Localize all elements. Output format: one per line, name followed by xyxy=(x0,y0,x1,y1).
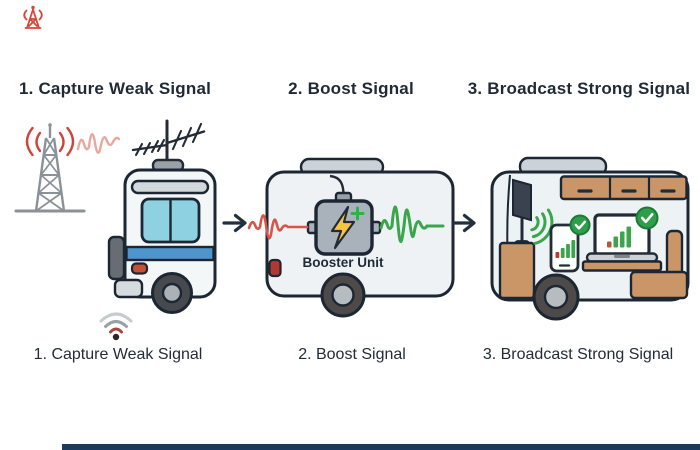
rv-roof-trim xyxy=(130,179,210,195)
step-3-heading: 3. Broadcast Strong Signal xyxy=(467,79,691,98)
tower-signal-arcs-icon xyxy=(25,126,75,157)
step3-broadcast-graphic xyxy=(490,156,690,321)
weak-signal-wave-in xyxy=(247,214,309,240)
strong-signal-wave-out xyxy=(379,205,445,243)
bottom-bar xyxy=(62,444,700,450)
step-1-heading: 1. Capture Weak Signal xyxy=(18,79,212,98)
booster-unit-label: Booster Unit xyxy=(302,255,384,270)
arrow-right-icon xyxy=(451,213,476,233)
rv-marker-light xyxy=(268,258,282,278)
step1-capture-graphic xyxy=(14,119,217,341)
arrow-right-icon xyxy=(222,213,247,233)
lightning-bolt-icon xyxy=(330,205,356,250)
cabinet-left xyxy=(498,241,536,300)
red-tower-icon xyxy=(23,5,43,29)
rv-stripe xyxy=(125,245,215,262)
plus-icon xyxy=(350,206,365,221)
weak-signal-wave xyxy=(76,133,121,154)
overhead-cabinets xyxy=(559,175,688,201)
check-badge-icon xyxy=(569,214,591,236)
rv-mirror xyxy=(107,235,126,281)
step-1-caption: 1. Capture Weak Signal xyxy=(33,346,203,363)
laptop-signal-bars-icon xyxy=(607,226,631,248)
step2-boost-graphic xyxy=(247,157,455,318)
bench xyxy=(629,229,689,300)
rv-front xyxy=(107,168,217,314)
step-2-heading: 2. Boost Signal xyxy=(288,79,414,98)
rv-marker-light xyxy=(130,262,149,275)
roof-antenna-icon xyxy=(131,119,206,165)
phone-signal-bars-icon xyxy=(555,240,576,258)
smartphone-icon xyxy=(549,223,580,273)
step-2-caption: 2. Boost Signal xyxy=(298,346,406,363)
laptop-shelf xyxy=(581,260,663,272)
rv-bumper-step xyxy=(113,278,144,299)
laptop-icon xyxy=(585,213,659,263)
check-badge-icon xyxy=(635,206,659,230)
weak-wifi-icon xyxy=(99,312,133,341)
step-3-caption: 3. Broadcast Strong Signal xyxy=(482,346,674,363)
cell-tower-icon xyxy=(14,123,86,213)
